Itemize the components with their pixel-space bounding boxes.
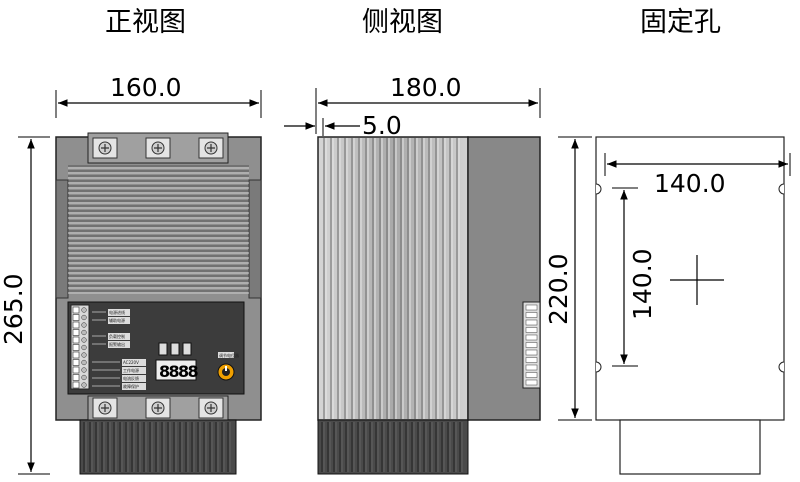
- bottom-terminals: [87, 395, 229, 421]
- dim-mount-width: 140.0: [654, 169, 726, 198]
- side-heatsink-fins: [323, 138, 460, 419]
- side-fan: [317, 419, 469, 475]
- panel-key-1[interactable]: [158, 342, 168, 356]
- dim-mount-height: 140.0: [628, 248, 657, 320]
- panel-label-5: AC220V: [123, 360, 139, 365]
- panel-label-8: 故障保护: [123, 383, 139, 389]
- panel-key-2[interactable]: [170, 342, 180, 356]
- display-digit: 8: [159, 362, 170, 381]
- digital-display: [155, 359, 197, 381]
- front-fan: [79, 419, 237, 475]
- top-terminals: [87, 132, 229, 164]
- dim-front-width: 160.0: [110, 73, 182, 102]
- panel-label-3: 负载控制: [109, 333, 125, 339]
- display-digit: 8: [178, 362, 189, 381]
- mount-view: 140.0 140.0 220.0: [544, 136, 791, 475]
- control-panel: 电源进线 辅助电源 负载控制 报警输出 AC220V 工作电源 电流反馈 故障保…: [67, 301, 245, 395]
- mount-fan-outline: [619, 419, 761, 475]
- panel-label-1: 电源进线: [109, 309, 125, 315]
- display-digit: 8: [169, 362, 180, 381]
- side-view: 180.0 5.0: [284, 73, 541, 475]
- knob-label: 调节电位器: [219, 352, 239, 358]
- front-view-title: 正视图: [105, 7, 186, 38]
- display-digit: 8: [188, 362, 199, 381]
- dim-side-offset: 5.0: [362, 111, 402, 140]
- panel-label-7: 电流反馈: [123, 375, 139, 381]
- mount-view-title: 固定孔: [640, 7, 721, 38]
- panel-label-4: 报警输出: [109, 341, 125, 347]
- panel-key-3[interactable]: [182, 342, 192, 356]
- panel-label-2: 辅助电源: [109, 317, 125, 323]
- side-view-title: 侧视图: [362, 7, 443, 38]
- front-view: 电源进线 辅助电源 负载控制 报警输出 AC220V 工作电源 电流反馈 故障保…: [0, 73, 262, 475]
- dim-mount-plate-height: 220.0: [544, 253, 573, 325]
- dim-side-depth: 180.0: [390, 73, 462, 102]
- dim-front-height: 265.0: [0, 273, 28, 345]
- panel-label-6: 工作电源: [123, 367, 139, 373]
- front-heatsink-fins: [68, 165, 249, 294]
